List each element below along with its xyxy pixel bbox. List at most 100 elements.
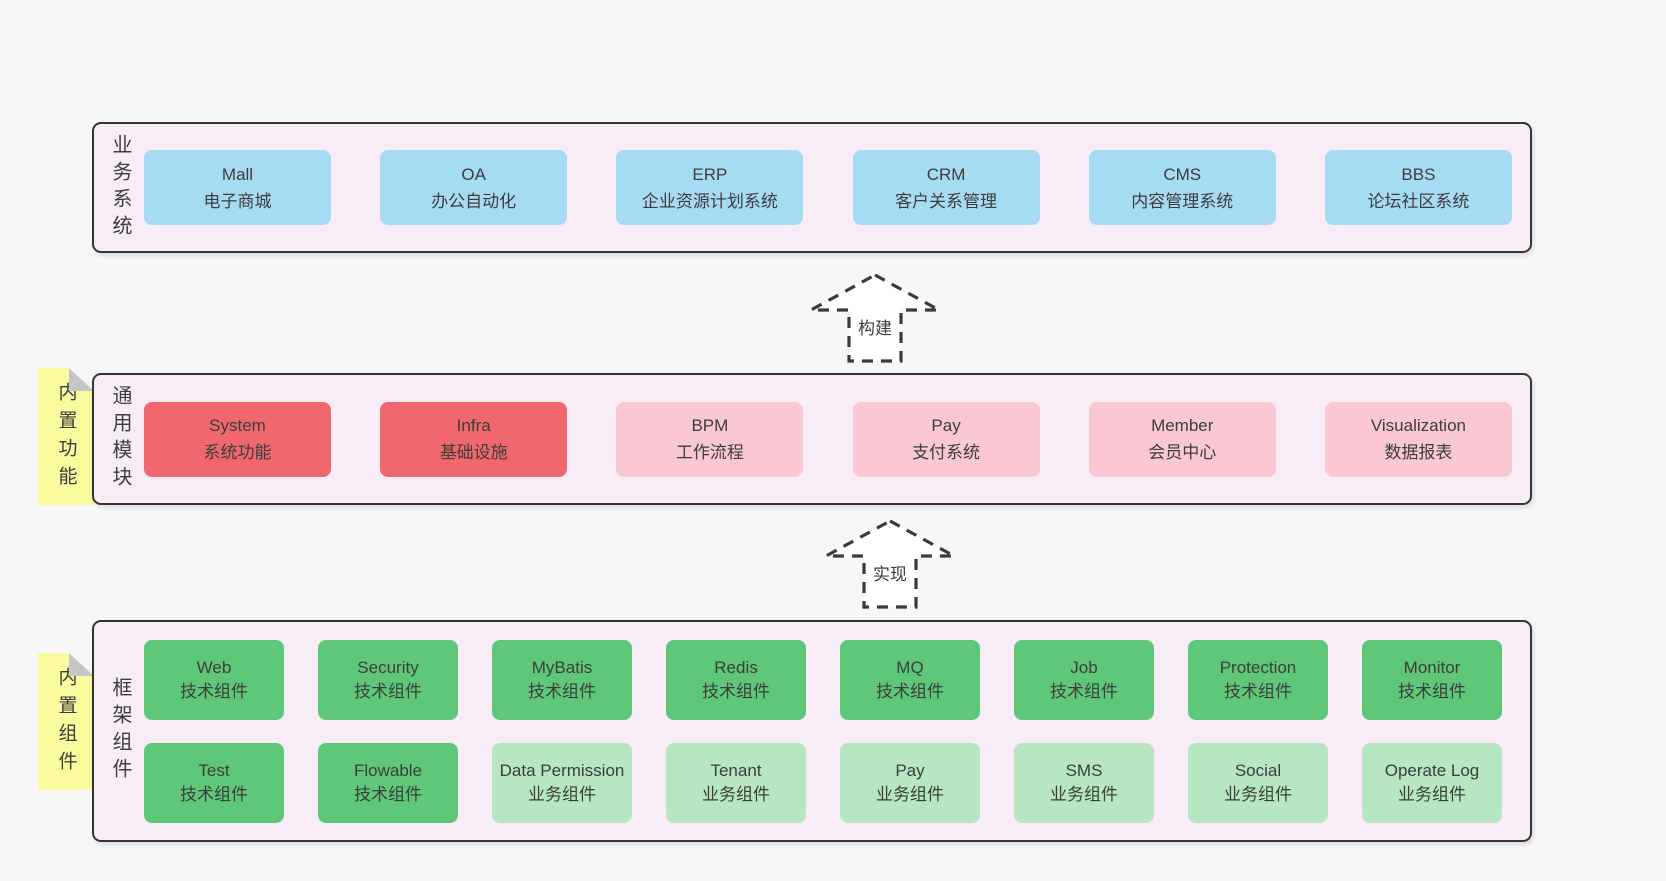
box-pay-component: Pay 业务组件	[840, 742, 980, 823]
box-subtitle: 客户关系管理	[895, 191, 998, 211]
component-box-row-2: Test 技术组件 Flowable 技术组件 Data Permission …	[144, 742, 1502, 823]
box-title: Infra	[456, 416, 491, 435]
box-bbs: BBS 论坛社区系统	[1324, 150, 1512, 225]
sticky-note-builtin-components: 内置组件	[38, 653, 94, 790]
box-subtitle: 内容管理系统	[1131, 191, 1234, 211]
build-arrow: 构建	[808, 272, 942, 364]
box-visualization: Visualization 数据报表	[1324, 401, 1512, 477]
box-mq: MQ 技术组件	[840, 639, 980, 720]
box-subtitle: 支付系统	[912, 443, 981, 462]
box-cms: CMS 内容管理系统	[1088, 150, 1276, 225]
box-protection: Protection 技术组件	[1188, 639, 1328, 720]
box-title: Tenant	[710, 760, 762, 780]
box-subtitle: 技术组件	[876, 681, 944, 701]
box-title: Member	[1151, 416, 1214, 435]
box-title: ERP	[692, 164, 728, 184]
panel-title-vertical: 框架组件	[109, 677, 131, 785]
box-subtitle: 技术组件	[1050, 681, 1118, 701]
sticky-note-builtin-features: 内置功能	[38, 368, 94, 505]
business-box-row: Mall 电子商城 OA 办公自动化 ERP 企业资源计划系统 CRM 客户关系…	[144, 150, 1530, 225]
box-title: OA	[461, 164, 486, 184]
folded-corner-icon	[69, 653, 94, 676]
box-mybatis: MyBatis 技术组件	[492, 639, 632, 720]
box-subtitle: 技术组件	[1398, 681, 1466, 701]
box-title: Mall	[221, 164, 254, 184]
box-subtitle: 业务组件	[1398, 784, 1466, 804]
box-subtitle: 系统功能	[203, 443, 272, 462]
box-subtitle: 业务组件	[1224, 784, 1292, 804]
box-subtitle: 技术组件	[180, 681, 248, 701]
box-erp: ERP 企业资源计划系统	[616, 150, 804, 225]
build-arrow-label: 构建	[856, 314, 894, 340]
component-box-grid: Web 技术组件 Security 技术组件 MyBatis 技术组件 Redi…	[144, 639, 1530, 823]
panel-business-systems: 业务系统 Mall 电子商城 OA 办公自动化 ERP 企业资源计划系统 CRM…	[92, 122, 1532, 253]
box-oa: OA 办公自动化	[380, 150, 568, 225]
panel-framework-components: 框架组件 Web 技术组件 Security 技术组件 MyBatis 技术组件…	[92, 620, 1532, 842]
implement-arrow-label: 实现	[871, 560, 909, 586]
box-title: BPM	[691, 416, 729, 435]
box-title: Visualization	[1370, 416, 1466, 435]
box-bpm: BPM 工作流程	[616, 401, 804, 477]
box-title: SMS	[1065, 760, 1103, 780]
box-title: Job	[1070, 657, 1098, 677]
box-title: Pay	[895, 760, 925, 780]
box-subtitle: 论坛社区系统	[1367, 191, 1470, 211]
box-subtitle: 业务组件	[528, 784, 596, 804]
box-member: Member 会员中心	[1088, 401, 1276, 477]
box-redis: Redis 技术组件	[666, 639, 806, 720]
box-title: Redis	[714, 657, 758, 677]
box-subtitle: 技术组件	[528, 681, 596, 701]
box-title: CRM	[926, 164, 966, 184]
box-title: CMS	[1163, 164, 1202, 184]
sticky-note-label: 内置组件	[55, 667, 77, 779]
box-mall: Mall 电子商城	[144, 150, 331, 225]
box-pay-module: Pay 支付系统	[852, 401, 1040, 477]
box-subtitle: 基础设施	[439, 443, 508, 462]
box-title: Data Permission	[499, 760, 625, 780]
box-subtitle: 技术组件	[354, 681, 422, 701]
box-operate-log: Operate Log 业务组件	[1362, 742, 1502, 823]
box-system: System 系统功能	[144, 401, 331, 477]
box-social: Social 业务组件	[1188, 742, 1328, 823]
module-box-row: System 系统功能 Infra 基础设施 BPM 工作流程 Pay 支付系统…	[144, 401, 1530, 477]
box-job: Job 技术组件	[1014, 639, 1154, 720]
folded-corner-icon	[69, 368, 94, 391]
box-title: Flowable	[353, 760, 423, 780]
box-title: Protection	[1219, 657, 1297, 677]
implement-arrow: 实现	[823, 516, 957, 612]
sticky-note-label: 内置功能	[55, 382, 77, 494]
box-flowable: Flowable 技术组件	[318, 742, 458, 823]
box-subtitle: 业务组件	[1050, 784, 1118, 804]
box-title: Operate Log	[1384, 760, 1480, 780]
box-subtitle: 会员中心	[1148, 443, 1217, 462]
panel-title-vertical: 业务系统	[109, 133, 131, 242]
box-subtitle: 电子商城	[203, 191, 272, 211]
box-infra: Infra 基础设施	[380, 401, 568, 477]
box-test: Test 技术组件	[144, 742, 284, 823]
box-subtitle: 企业资源计划系统	[641, 191, 778, 211]
box-subtitle: 数据报表	[1384, 443, 1453, 462]
box-title: BBS	[1401, 164, 1436, 184]
box-title: MyBatis	[531, 657, 593, 677]
box-title: Pay	[931, 416, 961, 435]
box-monitor: Monitor 技术组件	[1362, 639, 1502, 720]
box-sms: SMS 业务组件	[1014, 742, 1154, 823]
box-data-permission: Data Permission 业务组件	[492, 742, 632, 823]
box-title: MQ	[896, 657, 924, 677]
box-subtitle: 技术组件	[180, 784, 248, 804]
box-subtitle: 技术组件	[702, 681, 770, 701]
box-crm: CRM 客户关系管理	[852, 150, 1040, 225]
box-title: Monitor	[1403, 657, 1461, 677]
box-security: Security 技术组件	[318, 639, 458, 720]
box-subtitle: 技术组件	[1224, 681, 1292, 701]
box-subtitle: 办公自动化	[431, 191, 517, 211]
box-title: System	[209, 416, 266, 435]
box-title: Social	[1234, 760, 1282, 780]
panel-title-vertical: 通用模块	[109, 385, 131, 493]
box-title: Test	[198, 760, 230, 780]
box-subtitle: 工作流程	[675, 443, 744, 462]
box-tenant: Tenant 业务组件	[666, 742, 806, 823]
box-subtitle: 业务组件	[702, 784, 770, 804]
box-subtitle: 技术组件	[354, 784, 422, 804]
